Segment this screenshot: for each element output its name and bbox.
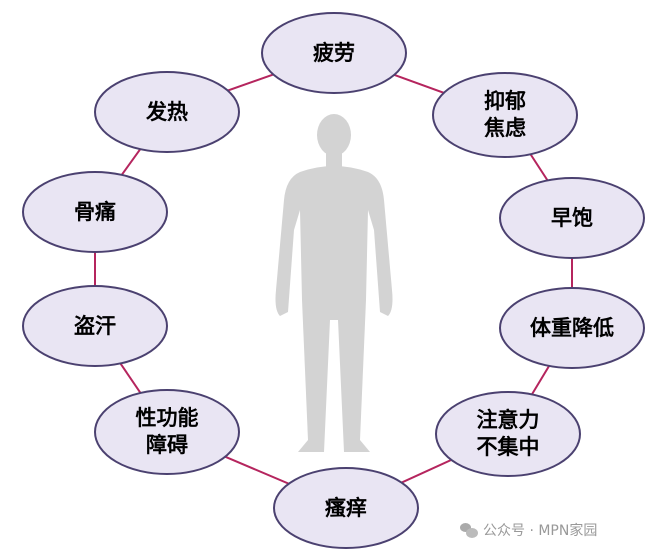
symptom-sexual-dysfunction: 性功能 障碍 — [135, 406, 199, 457]
symptom-bone-pain: 骨痛 — [74, 199, 116, 224]
symptom-fatigue: 疲劳 — [313, 40, 355, 65]
watermark-text: 公众号 · MPN家园 — [483, 523, 598, 539]
wechat-icon — [460, 522, 478, 538]
human-figure — [275, 114, 393, 452]
symptom-fever: 发热 — [146, 99, 188, 124]
symptom-weight-loss: 体重降低 — [530, 315, 614, 340]
symptom-early-satiety: 早饱 — [551, 205, 593, 230]
symptom-pruritus: 瘙痒 — [325, 495, 367, 520]
symptom-depression-anxiety: 抑郁 焦虑 — [484, 89, 526, 140]
symptom-inattention: 注意力 不集中 — [476, 408, 540, 459]
symptom-night-sweats: 盗汗 — [74, 313, 116, 338]
watermark: 公众号 · MPN家园 — [460, 520, 597, 540]
ellipses — [22, 12, 645, 549]
